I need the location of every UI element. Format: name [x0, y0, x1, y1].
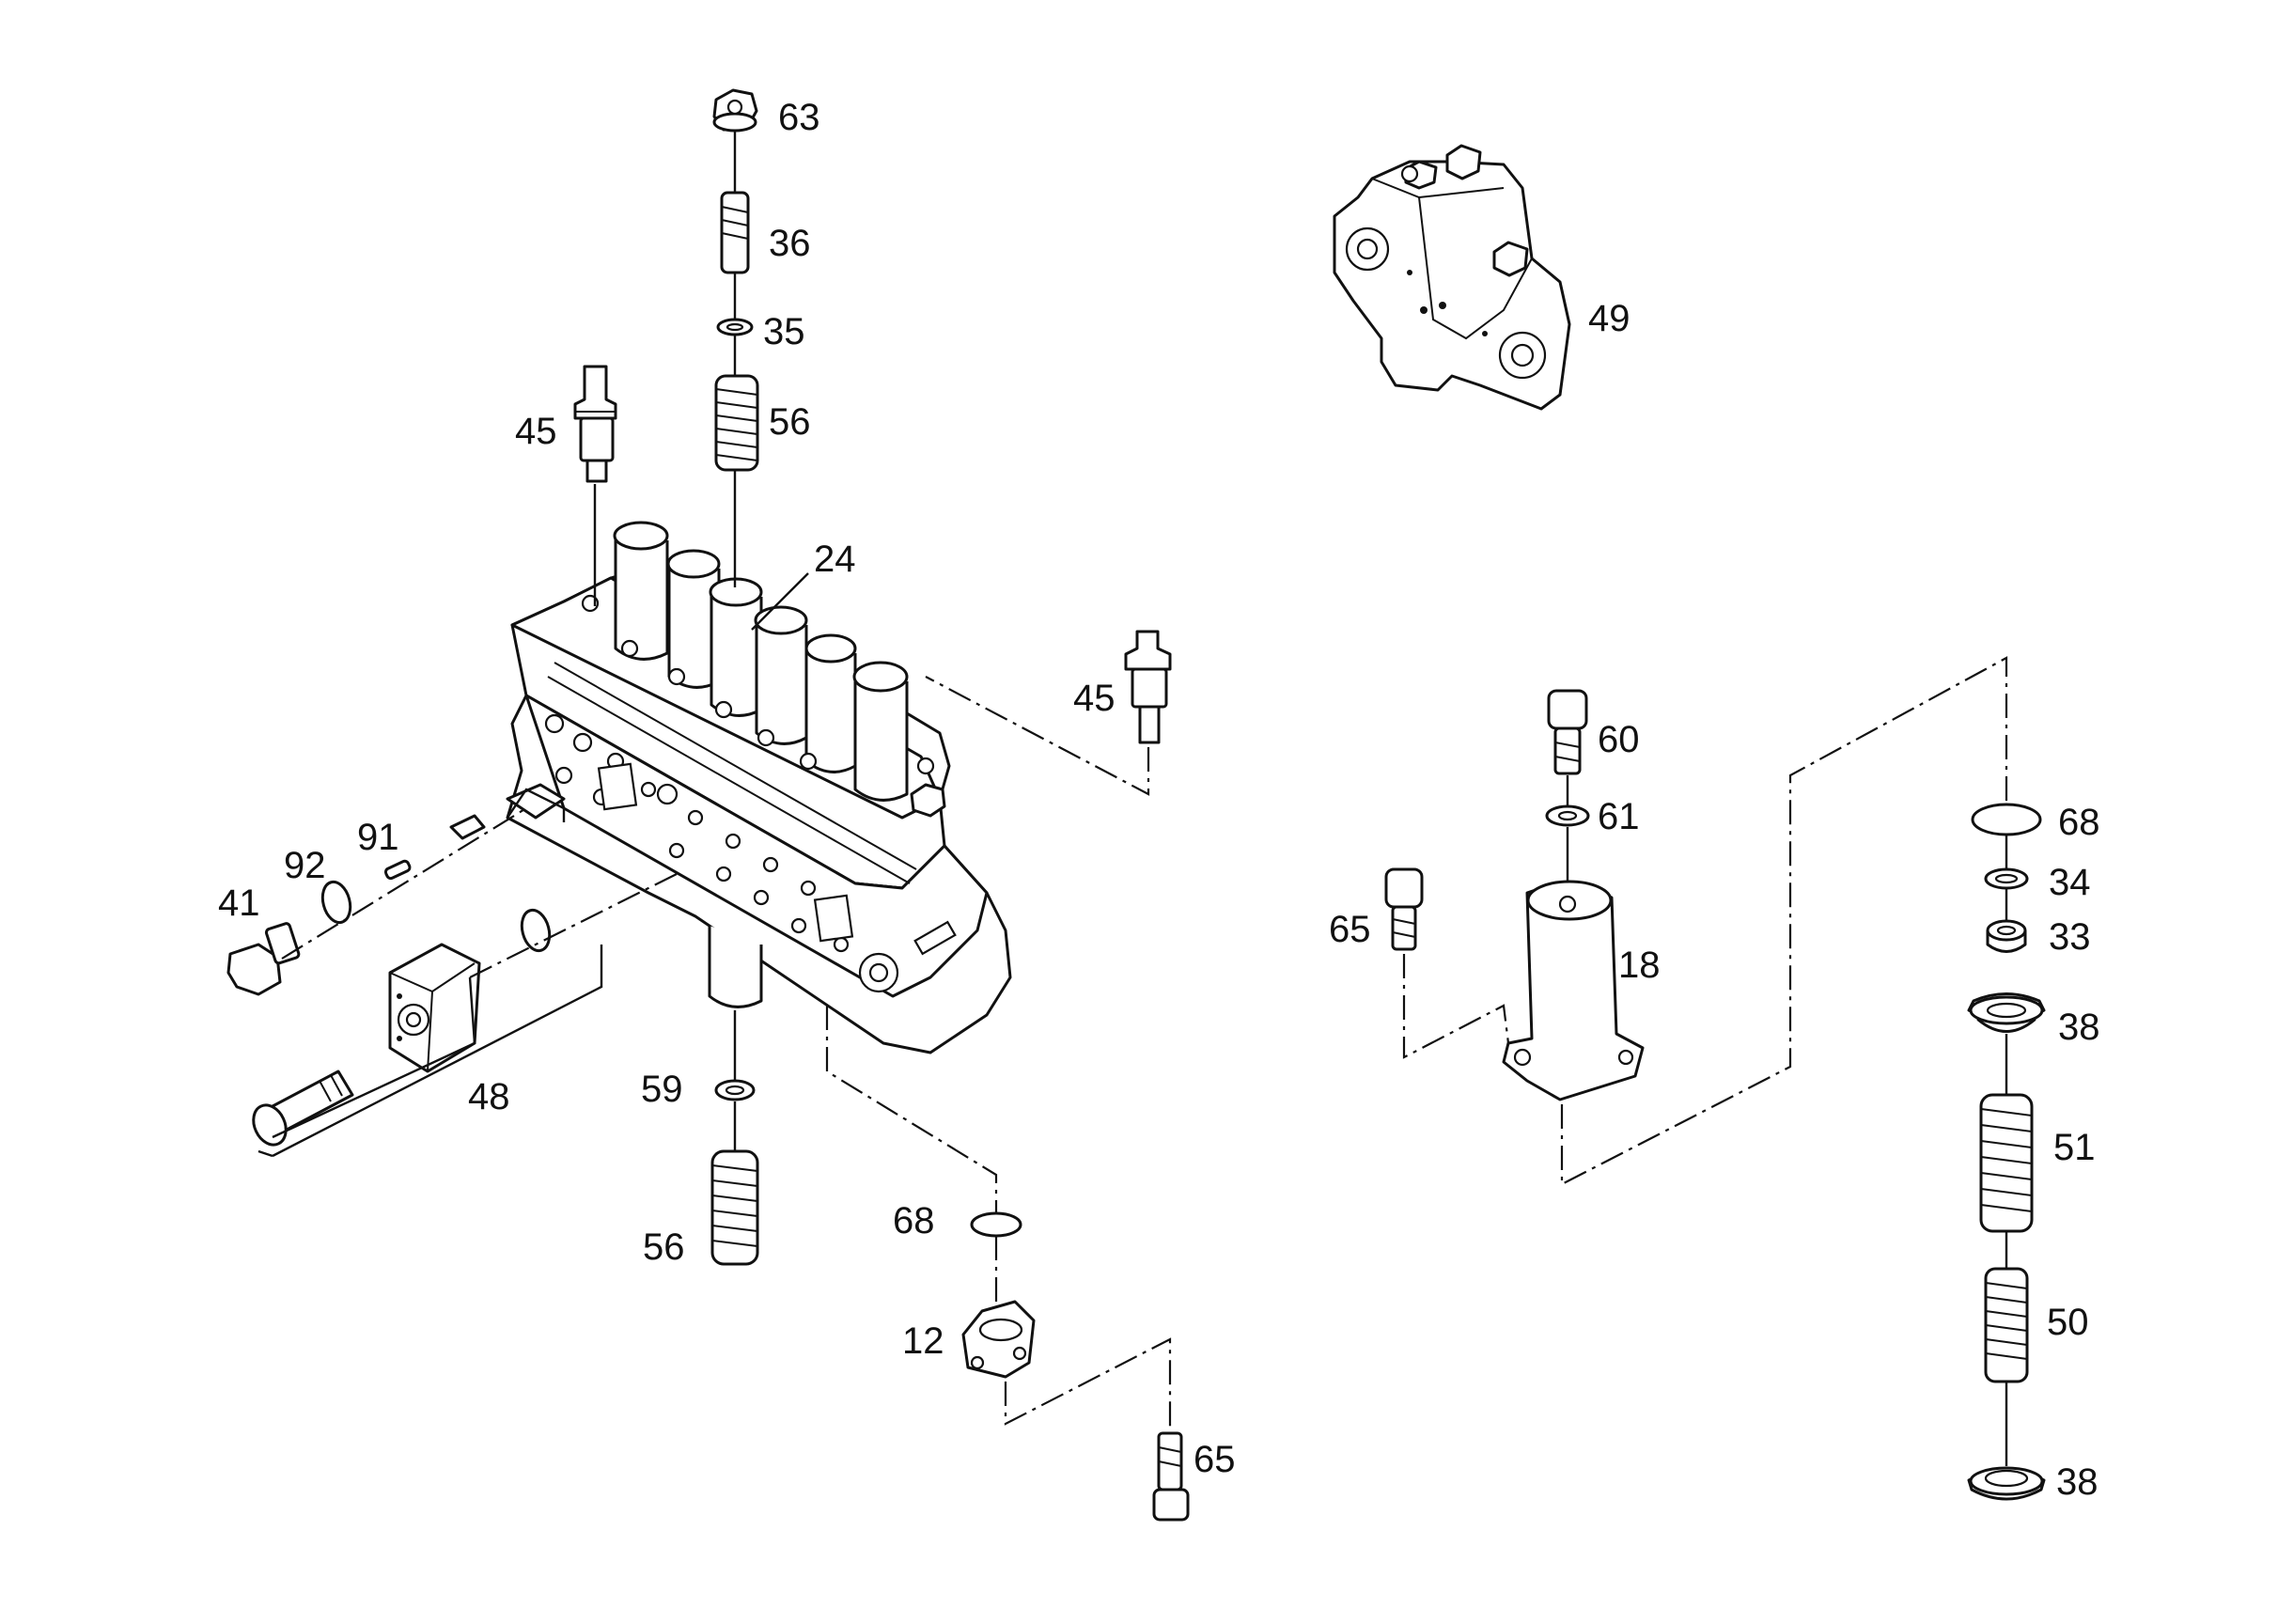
sensor-45-right — [1124, 630, 1172, 744]
callout-34: 34 — [2049, 862, 2091, 903]
callout-51: 51 — [2053, 1127, 2096, 1168]
valve-housing-49 — [1333, 144, 1571, 411]
callout-63: 63 — [778, 97, 820, 138]
flange-12 — [961, 1300, 1036, 1379]
o-ring-48 — [520, 908, 552, 953]
callout-41: 41 — [218, 882, 260, 924]
block-bores — [544, 713, 957, 993]
cap-screw-65-bottom — [1152, 1431, 1190, 1522]
pin-91 — [383, 814, 486, 881]
spring-51 — [1979, 1093, 2034, 1233]
callout-50: 50 — [2047, 1302, 2089, 1343]
callout-56-top: 56 — [769, 401, 811, 443]
callout-36: 36 — [769, 223, 811, 264]
callout-38-bottom: 38 — [2056, 1461, 2099, 1503]
cap-screw-65-mid — [1384, 867, 1424, 951]
top-nut-63 — [712, 88, 758, 133]
callout-38-top: 38 — [2058, 1007, 2100, 1048]
solenoid-housing-18 — [1502, 880, 1645, 1101]
spring-56-top — [714, 374, 759, 472]
o-ring-68-right — [1971, 803, 2042, 836]
callout-49: 49 — [1588, 298, 1630, 339]
callout-59: 59 — [641, 1069, 683, 1110]
sensor-45-left — [573, 365, 617, 483]
callout-45-right: 45 — [1073, 678, 1116, 719]
plug-41 — [226, 922, 301, 996]
callout-68-right: 68 — [2058, 802, 2100, 843]
callout-35: 35 — [763, 311, 805, 352]
callout-60: 60 — [1598, 719, 1640, 760]
callout-45-left: 45 — [515, 411, 557, 452]
o-ring-92 — [320, 880, 352, 925]
callout-18: 18 — [1618, 945, 1661, 986]
callout-91: 91 — [357, 817, 399, 858]
spring-seat-38-top — [1967, 992, 2046, 1033]
bushing-33 — [1986, 919, 2027, 953]
washer-35 — [716, 318, 754, 336]
callout-labels: 63 36 35 56 45 24 45 49 60 61 68 34 65 1… — [218, 97, 2100, 1503]
snap-ring-34 — [1984, 867, 2029, 890]
callout-24: 24 — [814, 539, 856, 580]
callout-33: 33 — [2049, 916, 2091, 958]
solenoid-block-48 — [388, 943, 481, 1073]
cap-screw-60 — [1547, 689, 1588, 775]
callout-61: 61 — [1598, 796, 1640, 837]
callout-92: 92 — [284, 845, 326, 886]
washer-59 — [714, 1079, 756, 1101]
callout-65-mid: 65 — [1329, 909, 1371, 950]
spring-56-bottom — [710, 1149, 759, 1266]
callout-12: 12 — [902, 1320, 944, 1362]
o-ring-68-left — [970, 1211, 1022, 1238]
washer-61 — [1545, 804, 1590, 827]
cap-screw-48 — [252, 1070, 354, 1147]
spring-seat-38-bottom — [1967, 1466, 2046, 1501]
callout-48: 48 — [468, 1076, 510, 1117]
callout-65-bottom: 65 — [1194, 1439, 1236, 1480]
solenoid-cylinders — [581, 521, 946, 818]
spring-50 — [1984, 1267, 2029, 1383]
threaded-stud-36 — [720, 191, 750, 274]
callout-68-left: 68 — [893, 1200, 935, 1241]
callout-56-bottom: 56 — [643, 1226, 685, 1268]
